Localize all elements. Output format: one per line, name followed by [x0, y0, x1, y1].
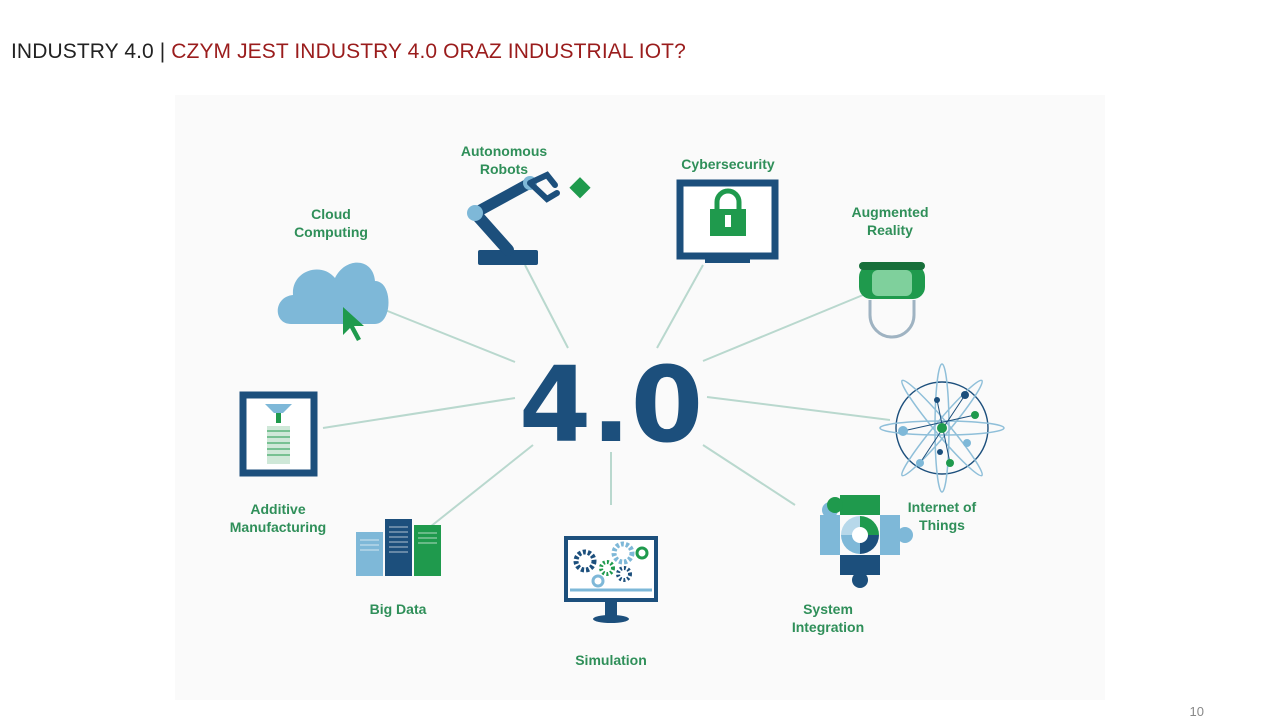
label-simulation: Simulation — [575, 652, 647, 668]
connector-additive — [322, 397, 516, 429]
label-cloud-computing: Cloud Computing — [294, 206, 368, 240]
puzzle-icon — [820, 495, 913, 588]
connector-bigdata — [429, 444, 534, 528]
industry-4-diagram: 4.0 Cloud Computing Autonomous Robots Cy… — [175, 95, 1105, 700]
title-separator: | — [159, 40, 166, 63]
connector-integration — [702, 444, 796, 506]
gears-monitor-icon — [564, 536, 658, 623]
label-system-integration: System Integration — [791, 601, 865, 635]
label-autonomous-robots: Autonomous Robots — [460, 143, 548, 177]
title-prefix: INDUSTRY 4.0 — [11, 40, 154, 63]
network-globe-icon — [879, 363, 1005, 493]
connectors — [322, 264, 891, 528]
3d-printer-icon — [239, 391, 318, 477]
connector-ar — [702, 294, 864, 362]
label-cybersecurity: Cybersecurity — [681, 156, 775, 172]
label-augmented-reality: Augmented Reality — [851, 204, 929, 238]
label-big-data: Big Data — [369, 601, 427, 617]
cloud-icon — [277, 262, 389, 341]
label-additive-manufacturing: Additive Manufacturing — [229, 501, 327, 535]
robot-arm-icon — [467, 171, 591, 265]
slide-title: INDUSTRY 4.0 | CZYM JEST INDUSTRY 4.0 OR… — [11, 40, 686, 64]
connector-cyber — [656, 264, 704, 349]
padlock-monitor-icon — [676, 179, 779, 263]
vr-headset-icon — [859, 262, 925, 339]
label-internet-of-things: Internet of Things — [907, 499, 977, 533]
connector-iot — [706, 396, 891, 421]
server-racks-icon — [356, 519, 441, 576]
hub-graphic: 4.0 — [519, 344, 703, 466]
connector-robots — [524, 264, 569, 349]
hub-label: 4.0 — [519, 344, 703, 466]
diagram-graphics — [239, 171, 1005, 623]
page-number: 10 — [1189, 704, 1204, 719]
connector-cloud — [384, 309, 516, 363]
title-main: CZYM JEST INDUSTRY 4.0 ORAZ INDUSTRIAL I… — [171, 40, 686, 63]
